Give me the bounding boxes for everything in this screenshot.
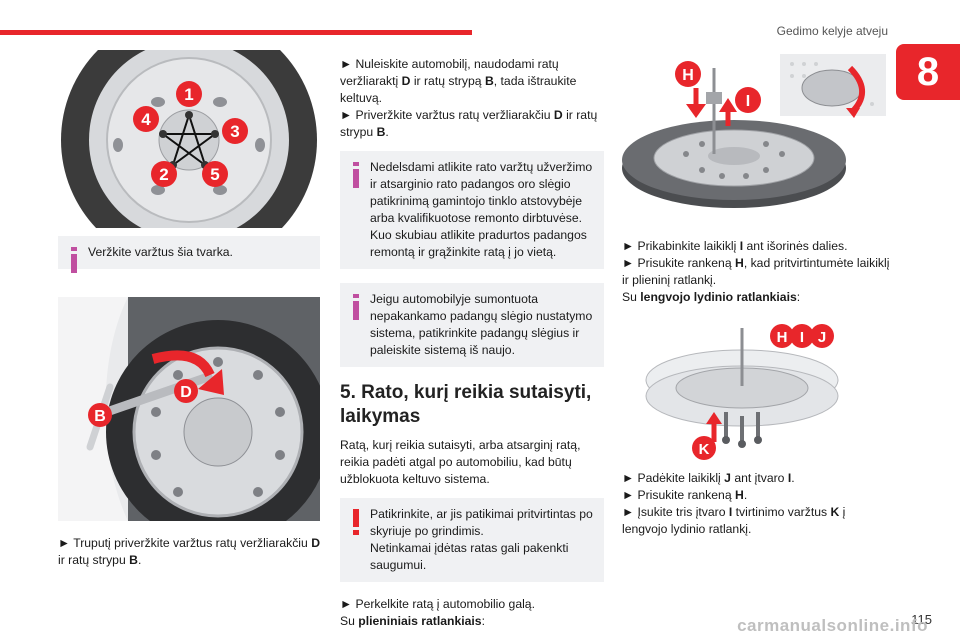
- steel-rim-storage-figure: H I: [622, 50, 894, 228]
- paragraph-tighten-bolts: ► Priveržkite varžtus ratų veržliarakčiu…: [340, 108, 598, 139]
- column-3: H I ► Prikabinkite laikiklį I ant išorin…: [622, 50, 894, 548]
- info-box-check: Nedelsdami atlikite rato varžtų užveržim…: [340, 151, 604, 269]
- page-number: 115: [911, 612, 932, 627]
- info-text-check-2: Kuo skubiau atlikite pradurtos padangos …: [370, 228, 587, 259]
- alloy-label-j: J: [818, 329, 826, 346]
- wheel-label-2: 2: [159, 165, 168, 184]
- wrench-label-b: B: [94, 408, 106, 425]
- info-icon: [353, 162, 359, 188]
- info-box-pressure: Jeigu automobilyje sumontuota nepakankam…: [340, 283, 604, 367]
- paragraph-lower-vehicle: ► Nuleiskite automobilį, naudodami ratų …: [340, 57, 577, 105]
- warning-icon: [353, 509, 359, 535]
- chapter-tab: 8: [896, 44, 960, 100]
- alloy-label-h: H: [777, 329, 788, 346]
- paragraph-alloy-rims: Su lengvojo lydinio ratlankiais:: [622, 290, 801, 304]
- alloy-label-i: I: [800, 329, 804, 346]
- info-text-check-1: Nedelsdami atlikite rato varžtų užveržim…: [370, 160, 593, 225]
- header-accent-bar: [0, 30, 472, 35]
- warning-box: Patikrinkite, ar jis patikimai pritvirti…: [340, 498, 604, 582]
- warning-text-2: Netinkamai įdėtas ratas gali pakenkti sa…: [370, 541, 569, 572]
- info-text-pressure: Jeigu automobilyje sumontuota nepakankam…: [370, 292, 593, 357]
- paragraph-hook-holder: ► Prikabinkite laikiklį I ant išorinės d…: [622, 239, 848, 253]
- section-title: Gedimo kelyje atveju: [776, 24, 888, 38]
- paragraph-screw-handle: ► Prisukite rankeną H, kad pritvirtintum…: [622, 256, 890, 287]
- paragraph-screw-handle-2: ► Prisukite rankeną H.: [622, 488, 748, 502]
- wheel-label-3: 3: [230, 122, 239, 141]
- alloy-label-k: K: [699, 441, 710, 458]
- storage-label-i: I: [746, 93, 750, 110]
- wheel-bolt-order-figure: 1 2 3 4 5: [58, 50, 320, 228]
- paragraph-move-wheel: ► Perkelkite ratą į automobilio galą.: [340, 597, 535, 611]
- wrench-figure: D B: [58, 297, 320, 521]
- info-box-bolt-order: Veržkite varžtus šia tvarka.: [58, 236, 320, 273]
- watermark: carmanualsonline.info: [737, 616, 928, 635]
- column-1: 1 2 3 4 5 Veržkite varžtus šia tvarka. D…: [58, 50, 320, 579]
- section-heading: 5. Rato, kurį reikia sutaisyti, laikymas: [340, 382, 592, 427]
- wheel-label-1: 1: [184, 85, 193, 104]
- paragraph-steel-rims: Su plieniniais ratlankiais:: [340, 614, 485, 628]
- info-icon: [353, 294, 359, 320]
- info-text-bolt-order: Veržkite varžtus šia tvarka.: [88, 245, 233, 259]
- wrench-label-d: D: [180, 384, 192, 401]
- paragraph-screw-bolts: ► Įsukite tris įtvaro I tvirtinimo varžt…: [622, 505, 846, 536]
- column-2: ► Nuleiskite automobilį, naudodami ratų …: [340, 56, 604, 640]
- paragraph-tighten: ► Truputį priveržkite varžtus ratų veržl…: [58, 536, 320, 567]
- storage-label-h: H: [682, 67, 694, 84]
- paragraph-place-holder: ► Padėkite laikiklį J ant įtvaro I.: [622, 471, 795, 485]
- alloy-rim-storage-figure: H I J K: [622, 316, 894, 464]
- paragraph-store-wheel: Ratą, kurį reikia sutaisyti, arba atsarg…: [340, 438, 581, 486]
- wheel-label-4: 4: [141, 110, 151, 129]
- warning-text-1: Patikrinkite, ar jis patikimai pritvirti…: [370, 507, 593, 538]
- info-icon: [71, 247, 77, 273]
- wheel-label-5: 5: [210, 165, 219, 184]
